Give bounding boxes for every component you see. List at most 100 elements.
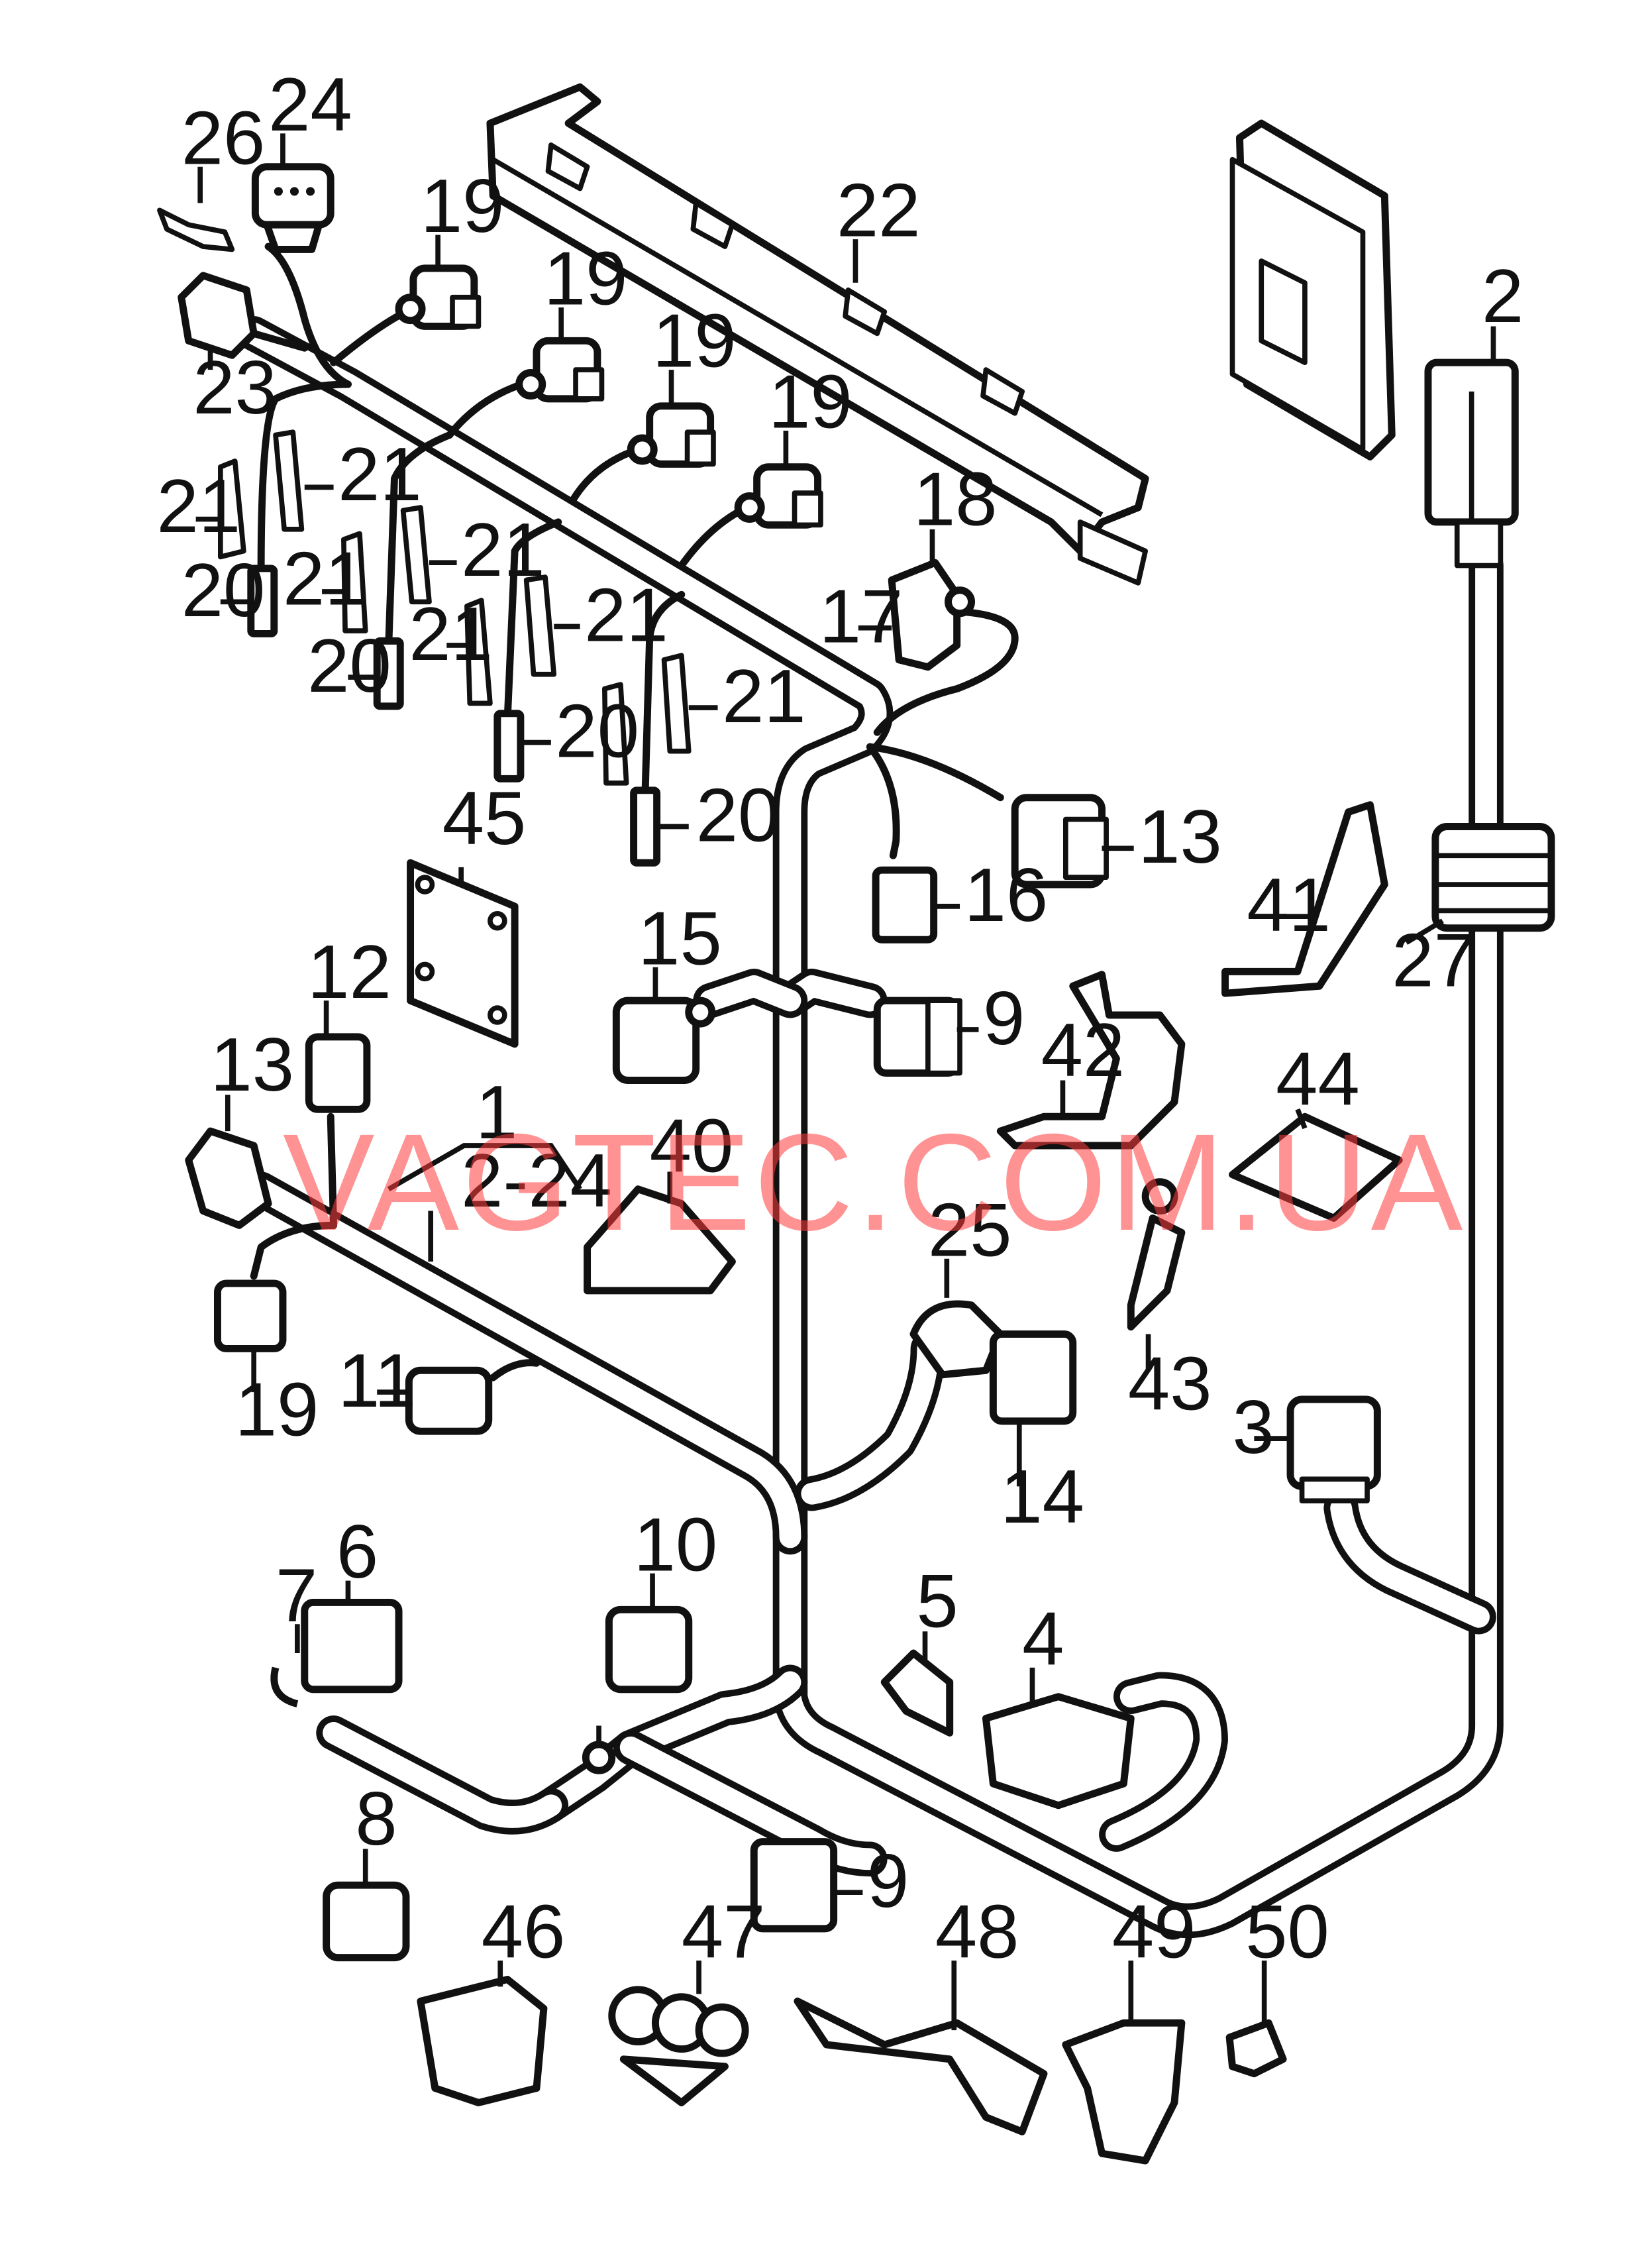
callout-40: 40 [650, 1104, 734, 1188]
clip-21b [273, 429, 305, 532]
bracket-42 [996, 971, 1186, 1150]
clip-21e [464, 598, 493, 706]
clip-21c [341, 531, 368, 633]
callout-19: 19 [235, 1368, 319, 1452]
clip-21a [218, 459, 246, 560]
callout-47: 47 [682, 1890, 766, 1974]
part-50 [1225, 2019, 1287, 2078]
callout-11: 11 [338, 1339, 416, 1423]
callout-1: 1 [476, 1071, 517, 1155]
connector-3 [1286, 1395, 1381, 1504]
callout-4: 4 [1022, 1597, 1064, 1682]
callout-13: 13 [1138, 795, 1222, 879]
callout-21: 21 [409, 592, 493, 676]
callout-21: 21 [338, 433, 422, 517]
callout-15: 15 [638, 896, 722, 981]
callout-20: 20 [555, 689, 639, 773]
connector-19d [734, 463, 823, 529]
ground-stud [582, 1725, 616, 1774]
callout-24: 24 [268, 63, 352, 147]
callout-2-24: 2-24 [461, 1139, 612, 1223]
part-49 [1062, 2019, 1186, 2165]
tag-44 [1229, 1112, 1403, 1222]
callout-45: 45 [442, 777, 527, 861]
connector-2 [1424, 358, 1519, 568]
part-48 [794, 1997, 1048, 2135]
callout-19: 19 [544, 237, 628, 321]
callout-48: 48 [935, 1890, 1019, 1974]
sensor-20b [373, 637, 404, 710]
connector-19b [515, 337, 605, 403]
connector-12 [305, 1033, 371, 1113]
connector-23 [178, 272, 258, 359]
connector-9-bottom [750, 1838, 838, 1933]
connector-17-18 [888, 559, 976, 671]
connector-19a [395, 264, 482, 330]
clip-43 [1127, 1178, 1186, 1331]
part-47 [608, 1986, 749, 2106]
callout-18: 18 [913, 457, 998, 541]
callout-49: 49 [1112, 1890, 1196, 1974]
callout-42: 42 [1041, 1008, 1125, 1093]
watermark: VAGTEC.COM.UA [283, 1106, 1466, 1260]
callout-23: 23 [193, 346, 277, 430]
callout-9: 9 [983, 977, 1025, 1061]
callout-21: 21 [461, 508, 545, 592]
clip-21h [661, 653, 692, 754]
connector-9-mid [873, 997, 962, 1077]
callout-19: 19 [652, 299, 737, 384]
callout-26: 26 [181, 96, 266, 180]
connector-19-left [213, 1279, 287, 1352]
callout-7: 7 [276, 1554, 317, 1638]
clip-21g [601, 682, 629, 786]
callout-21: 21 [722, 655, 806, 739]
callout-8: 8 [355, 1777, 397, 1861]
sensor-20d [630, 786, 661, 867]
callout-50: 50 [1245, 1890, 1329, 1974]
connector-13-left [185, 1127, 272, 1229]
callout-46: 46 [482, 1890, 566, 1974]
callout-21: 21 [157, 464, 241, 549]
callout-2: 2 [1482, 254, 1523, 339]
grommet-27 [1431, 823, 1555, 932]
plate-45 [407, 859, 519, 1048]
connector-14 [989, 1330, 1077, 1425]
callout-10: 10 [634, 1503, 718, 1587]
clip-21d [400, 505, 432, 605]
callout-14: 14 [1000, 1455, 1084, 1539]
cable-rail-22 [486, 83, 1149, 586]
callout-17: 17 [819, 575, 903, 659]
callout-5: 5 [916, 1560, 958, 1644]
leader-lines [195, 133, 1496, 2031]
harness-trunks [236, 316, 1504, 1939]
callout-16: 16 [964, 853, 1049, 938]
connector-19c [627, 402, 716, 468]
callout-22: 22 [837, 169, 921, 253]
callout-25: 25 [928, 1188, 1012, 1272]
callout-41: 41 [1247, 863, 1331, 947]
callout-6: 6 [336, 1510, 378, 1594]
part-46 [417, 1975, 548, 2106]
callout-20: 20 [307, 624, 391, 708]
connector-15 [612, 997, 716, 1084]
callout-19: 19 [421, 164, 505, 248]
callout-13: 13 [211, 1023, 295, 1107]
bracket-40 [584, 1185, 736, 1295]
callout-43: 43 [1128, 1342, 1212, 1426]
connector-13-top [1011, 794, 1109, 889]
callout-20: 20 [181, 549, 266, 633]
bracket-41 [1221, 801, 1388, 997]
callout-44: 44 [1276, 1038, 1360, 1122]
connector-24 [251, 163, 335, 253]
callout-19: 19 [768, 360, 852, 445]
callout-labels: 24 26 19 19 19 19 22 2 23 21 21 20 21 20… [157, 63, 1524, 1974]
clip-5 [880, 1649, 954, 1737]
callout-20: 20 [696, 773, 780, 857]
connector-10 [605, 1605, 693, 1694]
callout-3: 3 [1233, 1385, 1274, 1470]
clip-21f [523, 574, 557, 677]
sensor-20c [493, 710, 525, 783]
connector-11 [405, 1366, 493, 1435]
connector-6-7 [270, 1598, 403, 1707]
